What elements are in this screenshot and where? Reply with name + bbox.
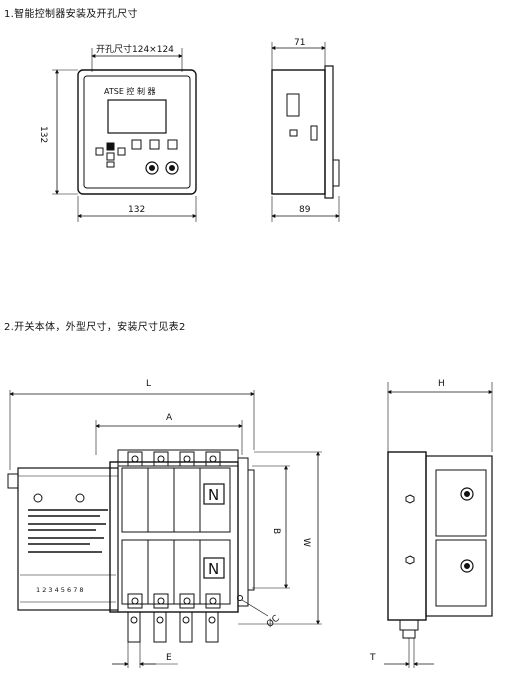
controller-side-bottom-dim: 89	[299, 205, 311, 215]
controller-side-view	[271, 42, 340, 222]
dim-T: T	[369, 653, 376, 663]
controller-width-dim: 132	[128, 205, 145, 215]
controller-height-dim: 132	[38, 126, 48, 143]
terminal-numbers: 1 2 3 4 5 6 7 8	[36, 586, 84, 594]
controller-brand-label: ATSE 控 制 器	[104, 86, 156, 96]
neutral-label-top: N	[208, 486, 219, 504]
dim-L: L	[146, 379, 151, 389]
dim-A: A	[166, 413, 173, 423]
dim-H: H	[438, 379, 445, 389]
dim-B: B	[271, 528, 281, 534]
controller-side-top-dim: 71	[294, 38, 305, 48]
section1-heading: 1.智能控制器安装及开孔尺寸	[4, 9, 138, 20]
switch-front-view	[7, 390, 322, 668]
dim-E: E	[166, 653, 172, 663]
section2-heading: 2.开关本体，外型尺寸，安装尺寸见表2	[4, 322, 186, 333]
dim-W: W	[301, 538, 311, 547]
neutral-label-bottom: N	[208, 560, 219, 578]
switch-side-view	[384, 382, 493, 668]
controller-front-view	[52, 48, 197, 222]
cutout-size-label: 开孔尺寸124×124	[96, 43, 174, 55]
